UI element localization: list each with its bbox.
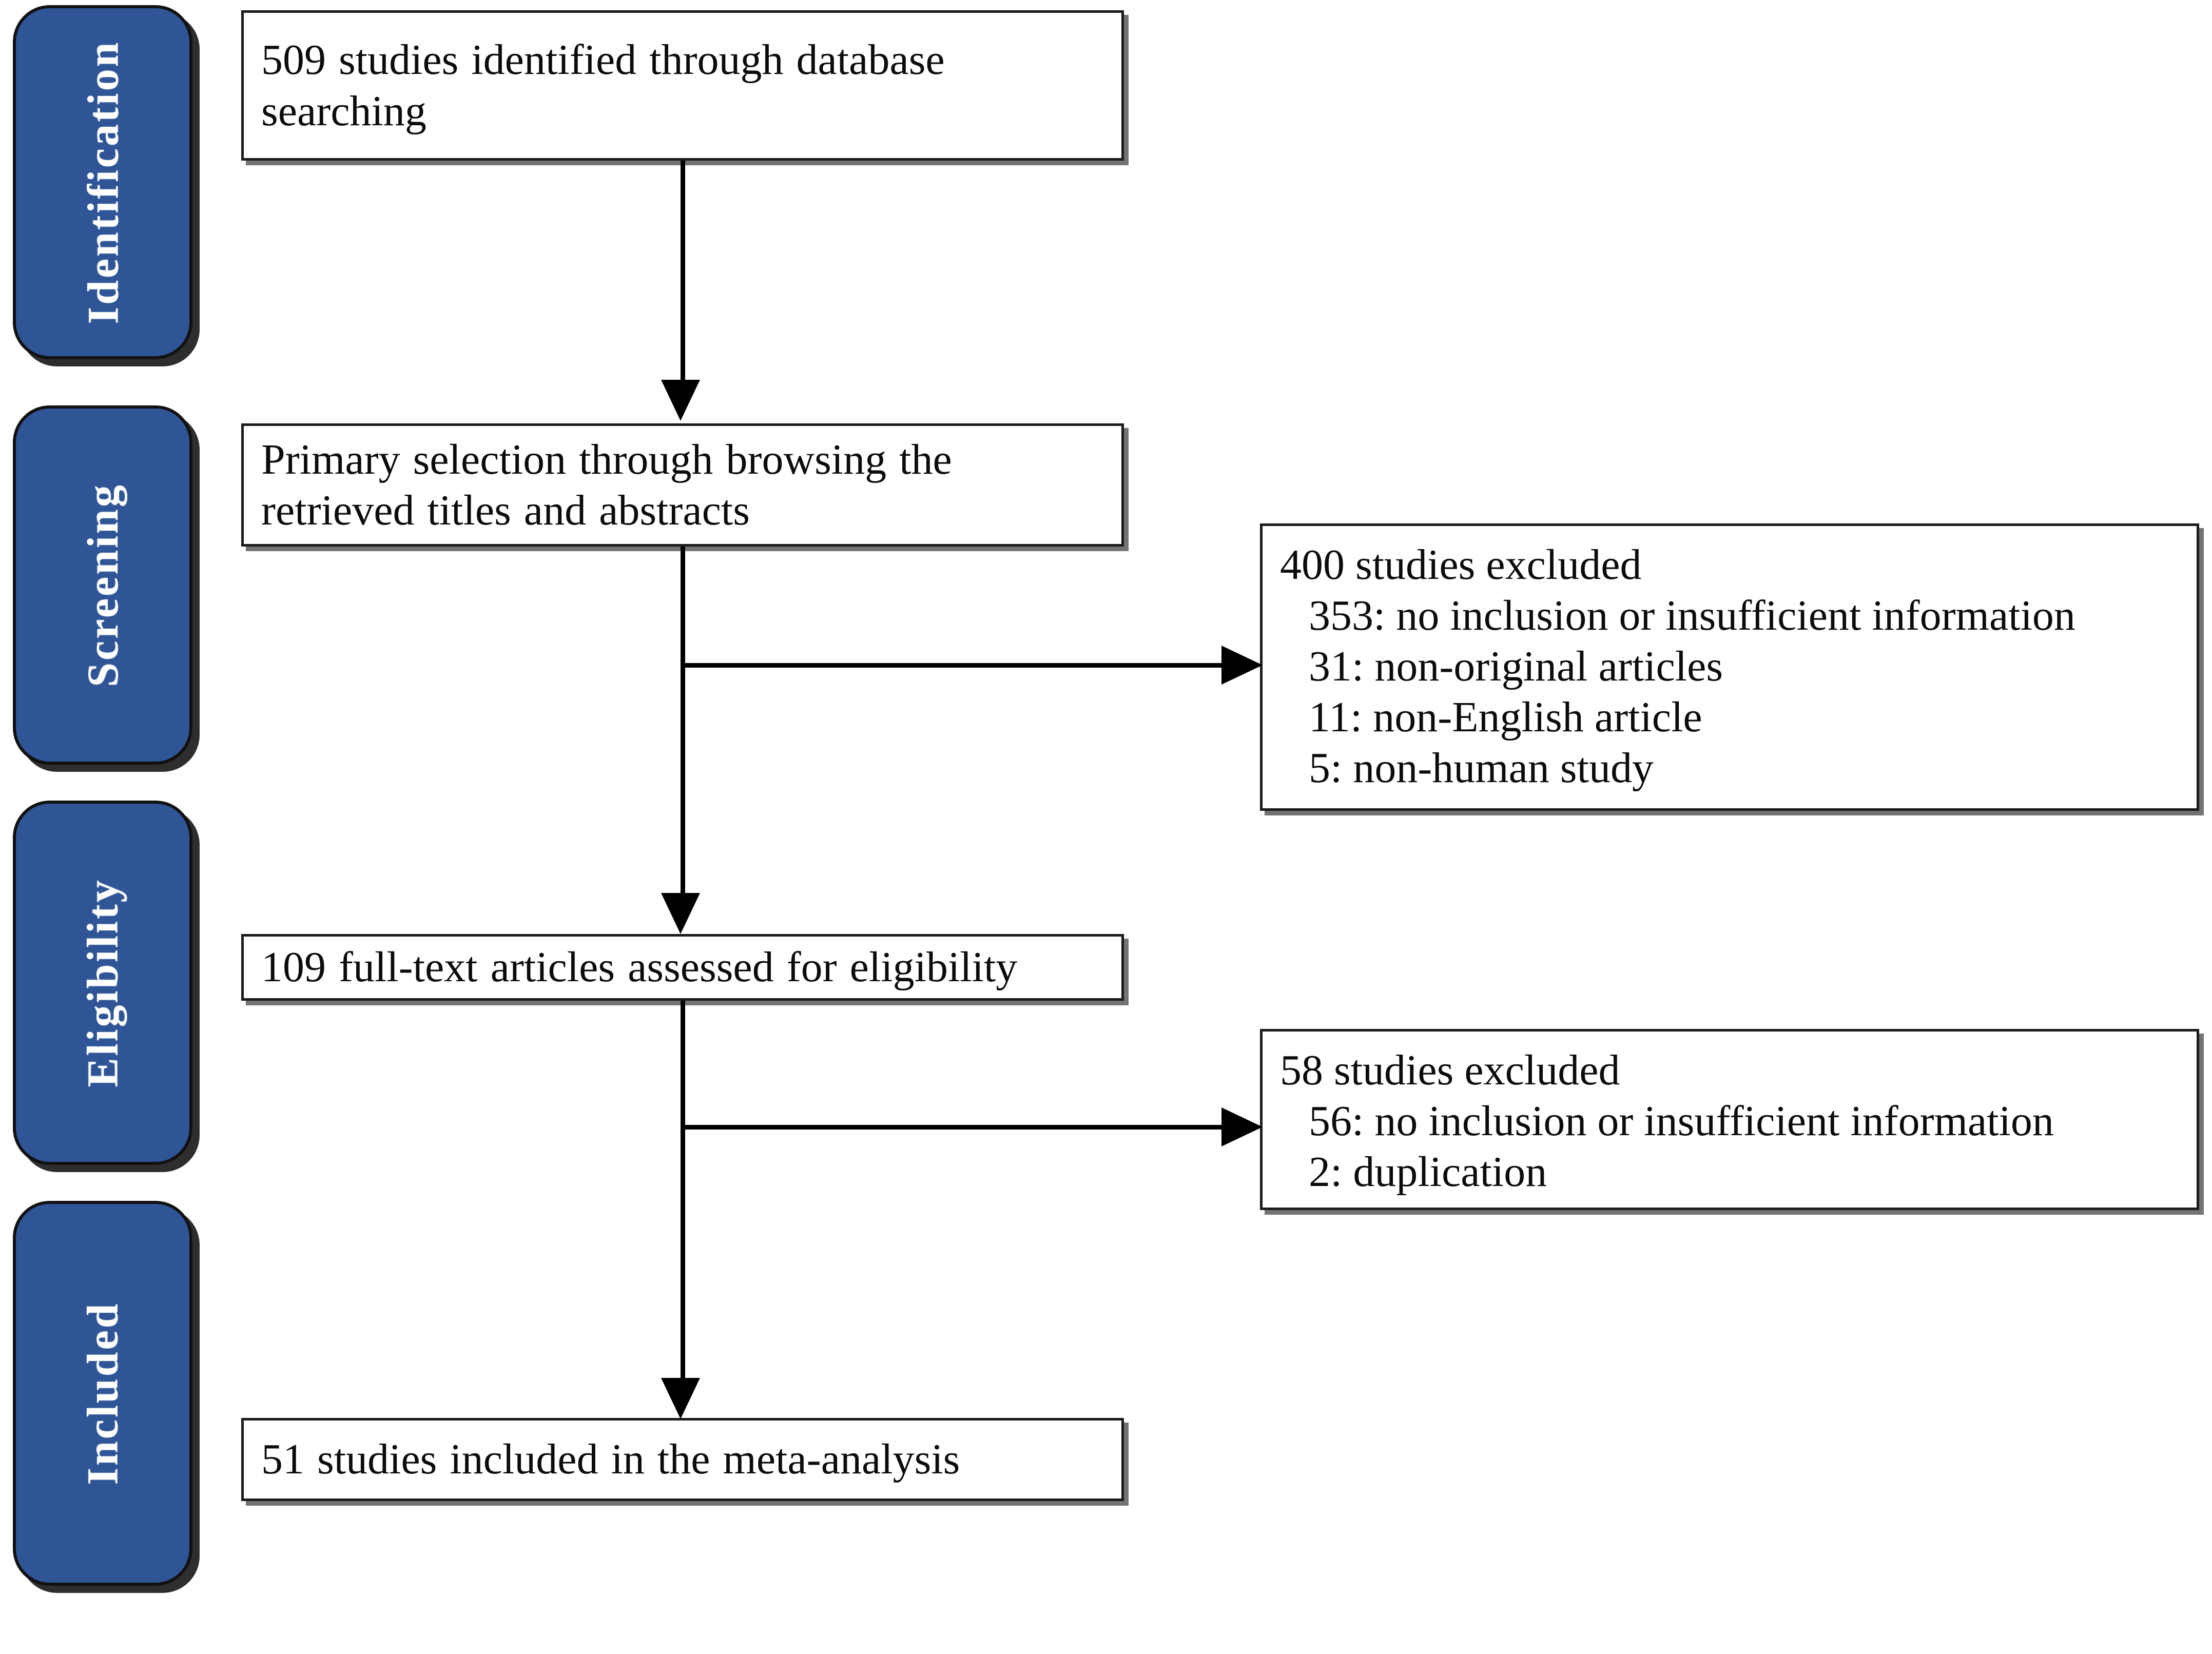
exclusion-screening-reason-list: 353: no inclusion or insufficient inform… [1280, 590, 2181, 793]
arrowhead-identified-to-screening [661, 380, 700, 421]
exclusion-eligibility-heading: 58 studies excluded [1280, 1046, 1620, 1094]
exclusion-reason-item: 31: non-original articles [1309, 643, 1723, 691]
stage-pill-identification: Identification [13, 5, 192, 359]
arrowhead-eligibility-to-included [661, 1378, 700, 1419]
flow-box-included-meta-analysis: 51 studies included in the meta-analysis [241, 1418, 1124, 1501]
flow-box-identified: 509 studies identified through database … [241, 10, 1124, 161]
exclusion-reason-item: 56: no inclusion or insufficient informa… [1309, 1097, 2054, 1145]
connector-screening-to-eligibility [681, 547, 685, 906]
stage-pill-eligibility: Eligibility [13, 801, 192, 1165]
exclusion-box-eligibility: 58 studies excluded 56: no inclusion or … [1260, 1029, 2199, 1210]
exclusion-box-screening: 400 studies excluded 353: no inclusion o… [1260, 523, 2199, 811]
exclusion-reason-item: 5: non-human study [1309, 744, 1654, 792]
connector-identified-to-screening [681, 161, 685, 410]
flow-box-primary-selection: Primary selection through browsing the r… [241, 423, 1124, 547]
connector-eligibility-exclusion [681, 1125, 1227, 1130]
flow-box-included-meta-analysis-text: 51 studies included in the meta-analysis [261, 1435, 960, 1483]
stage-pill-included: Included [13, 1201, 192, 1586]
arrowhead-screening-exclusion [1221, 646, 1263, 685]
flow-box-full-text-assessed: 109 full-text articles assessed for elig… [241, 934, 1124, 1001]
exclusion-reason-item: 2: duplication [1309, 1148, 1547, 1196]
stage-label-included: Included [78, 1301, 127, 1485]
arrowhead-eligibility-exclusion [1221, 1107, 1263, 1146]
connector-screening-exclusion [681, 663, 1227, 668]
stage-label-identification: Identification [78, 40, 127, 324]
connector-eligibility-to-included [681, 1001, 685, 1391]
exclusion-reason-item: 11: non-English article [1309, 693, 1702, 742]
exclusion-screening-heading: 400 studies excluded [1280, 541, 1642, 589]
stage-label-eligibility: Eligibility [78, 878, 128, 1087]
exclusion-eligibility-reason-list: 56: no inclusion or insufficient informa… [1280, 1096, 2181, 1197]
arrowhead-screening-to-eligibility [661, 893, 700, 934]
flow-box-full-text-assessed-text: 109 full-text articles assessed for elig… [261, 943, 1018, 991]
flow-box-primary-selection-text: Primary selection through browsing the r… [261, 435, 952, 534]
stage-label-screening: Screening [78, 483, 128, 687]
exclusion-reason-item: 353: no inclusion or insufficient inform… [1309, 592, 2075, 640]
flow-box-identified-text: 509 studies identified through database … [261, 36, 945, 135]
stage-pill-screening: Screening [13, 405, 192, 765]
